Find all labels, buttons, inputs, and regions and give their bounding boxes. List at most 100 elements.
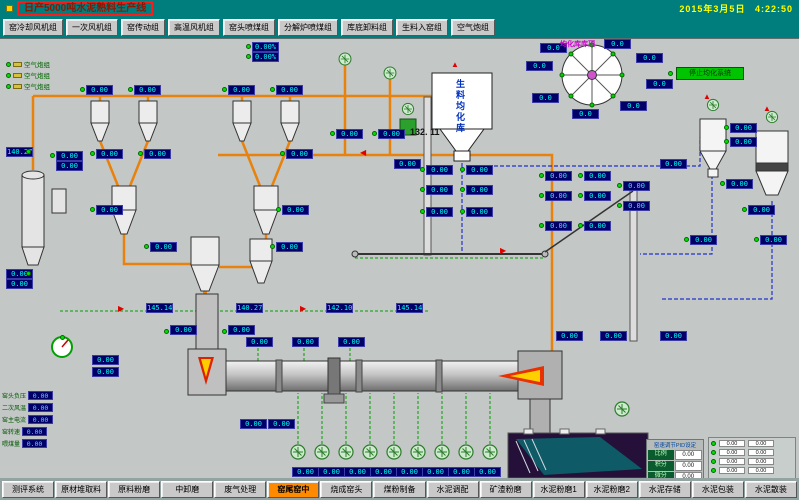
kiln-inlet-flame: [198, 357, 214, 385]
parameter-value: 0.00: [22, 439, 48, 448]
value-display: 0.00: [623, 181, 650, 191]
status-indicator: [684, 237, 689, 242]
nav-button[interactable]: 原料粉磨: [108, 480, 161, 498]
kiln-parameter-row: 窑转速 0.00: [2, 427, 48, 436]
status-indicator: [276, 207, 281, 212]
nav-button[interactable]: 水泥存储: [638, 480, 691, 498]
homogenization-silo: [431, 72, 493, 162]
value-display: 0.00: [426, 185, 453, 195]
nav-button[interactable]: 烧成窑头: [320, 480, 373, 498]
nav-button[interactable]: 煤粉制备: [373, 480, 426, 498]
nav-button[interactable]: 水泥调配: [426, 480, 479, 498]
value-display: 0.00: [86, 85, 113, 95]
value-display: 0.00: [726, 179, 753, 189]
menu-button[interactable]: 库底卸料组: [341, 18, 393, 36]
status-indicator: [6, 61, 11, 67]
status-indicator: [460, 187, 465, 192]
nav-button[interactable]: 窑尾窑中: [267, 480, 320, 498]
status-indicator: [578, 173, 583, 178]
status-indicator: [246, 44, 251, 49]
nav-button[interactable]: 矿渣粉磨: [479, 480, 532, 498]
status-indicator: [742, 207, 747, 212]
value-display: 0.00: [246, 337, 273, 347]
pid-row: 比例 0.00: [648, 450, 702, 460]
preheater-cyclones: [90, 100, 300, 292]
page-navbar: 测评系统 原材堆取料 原料粉磨 中卸磨 废气处理 窑尾窑中 烧成窑头 煤粉制备 …: [0, 478, 799, 500]
nav-button[interactable]: 水泥粉磨1: [532, 480, 585, 498]
nav-button[interactable]: 原材堆取料: [55, 480, 108, 498]
readout-overlay: 0.00% 0.00% 0.00 0.00 0.00 0.00 140.27 0…: [0, 39, 799, 484]
kiln-speed-pid-panel: 窑速调节PID设定 比例 0.00 积分 0.00: [646, 439, 704, 482]
pid-rows: 比例 0.00 积分 0.00 微分 0.00: [648, 450, 702, 482]
nav-button[interactable]: 测评系统: [2, 480, 55, 498]
value-display: 0.00: [268, 419, 295, 429]
menu-button[interactable]: 空气炮组: [451, 18, 495, 36]
app-icon: [6, 4, 13, 12]
value-display: 0.00: [556, 331, 583, 341]
menu-button[interactable]: 生料入窑组: [396, 18, 448, 36]
nav-button[interactable]: 水泥散装: [744, 480, 797, 498]
nav-button[interactable]: 中卸磨: [161, 480, 214, 498]
status-indicator: [578, 193, 583, 198]
nav-button[interactable]: 水泥包装: [691, 480, 744, 498]
silo-top-wheel: [559, 42, 625, 108]
pid-row-value[interactable]: 0.00: [674, 461, 702, 471]
menu-button[interactable]: 窑冷却风机组: [3, 18, 63, 36]
menu-button[interactable]: 窑头喷煤组: [223, 18, 275, 36]
parameter-label: 窑主电流: [2, 418, 27, 424]
air-cannon-label: 空气炮组: [24, 62, 50, 69]
cooler-value: 0.00: [748, 440, 774, 447]
silo-level-value: 132. 11: [410, 127, 440, 137]
menu-button[interactable]: 分解炉喷煤组: [278, 18, 338, 36]
pid-row-value[interactable]: 0.00: [674, 450, 702, 460]
value-display: 0.00: [730, 123, 757, 133]
time-label: 4:22:50: [754, 3, 793, 14]
kiln-parameter-row: 窑头负压 0.00: [2, 391, 54, 400]
air-cannon-icon: [13, 61, 22, 67]
flow-arrow-icon: ▶: [118, 304, 125, 313]
coal-hoppers: [699, 118, 789, 196]
flow-arrow-icon: ▲: [763, 104, 771, 113]
status-indicator: [711, 468, 716, 473]
value-display: 0.00: [748, 205, 775, 215]
value-display: 0.00: [6, 279, 33, 289]
menu-button[interactable]: 高温风机组: [168, 18, 220, 36]
status-indicator: [460, 167, 465, 172]
value-display: 0.00: [92, 367, 119, 377]
nav-button[interactable]: 废气处理: [214, 480, 267, 498]
flow-arrow-icon: ▲: [703, 92, 711, 101]
title-bar: 日产5000吨水泥熟料生产线 2015年3月5日 4:22:50: [0, 0, 799, 16]
value-display: 0.00: [282, 205, 309, 215]
value-display: 0.00: [378, 129, 405, 139]
stop-homogenization-button[interactable]: 停止均化系统: [676, 67, 744, 80]
air-cannon-label: 空气炮组: [24, 73, 50, 80]
value-display: 0.00: [660, 159, 687, 169]
cooler-value: 0.00: [719, 449, 745, 456]
page-title: 日产5000吨水泥熟料生产线: [17, 0, 154, 16]
nav-button[interactable]: 水泥粉磨2: [585, 480, 638, 498]
kiln-inlet-hood: [187, 293, 227, 396]
value-display: 0.00: [336, 129, 363, 139]
value-display: 0.0: [540, 43, 567, 53]
value-display: 0.00: [474, 467, 501, 477]
cooler-monitor-panel: 0.00 0.00 0.00 0.00 0.00 0.00: [708, 437, 796, 479]
value-display: 0.00: [276, 242, 303, 252]
air-cannon-row: 空气炮组: [6, 81, 50, 91]
menu-button[interactable]: 窑传动组: [121, 18, 165, 36]
air-cannon-label: 空气炮组: [24, 84, 50, 91]
value-display: 0.00: [6, 269, 33, 279]
status-indicator: [754, 237, 759, 242]
status-indicator: [668, 71, 673, 76]
silo-top-label: 均化库库顶: [560, 41, 595, 48]
status-indicator: [539, 193, 544, 198]
dial-gauge: [51, 336, 73, 358]
pid-row: 积分 0.00: [648, 461, 702, 471]
value-display: 0.00: [92, 355, 119, 365]
value-display: 145.14: [396, 303, 423, 313]
status-indicator: [50, 153, 55, 158]
air-cannon-icon: [13, 83, 22, 89]
status-indicator: [222, 87, 227, 92]
menu-button[interactable]: 一次风机组: [66, 18, 118, 36]
rotary-kiln: [225, 357, 519, 404]
kiln-parameter-row: 窑主电流 0.00: [2, 415, 54, 424]
